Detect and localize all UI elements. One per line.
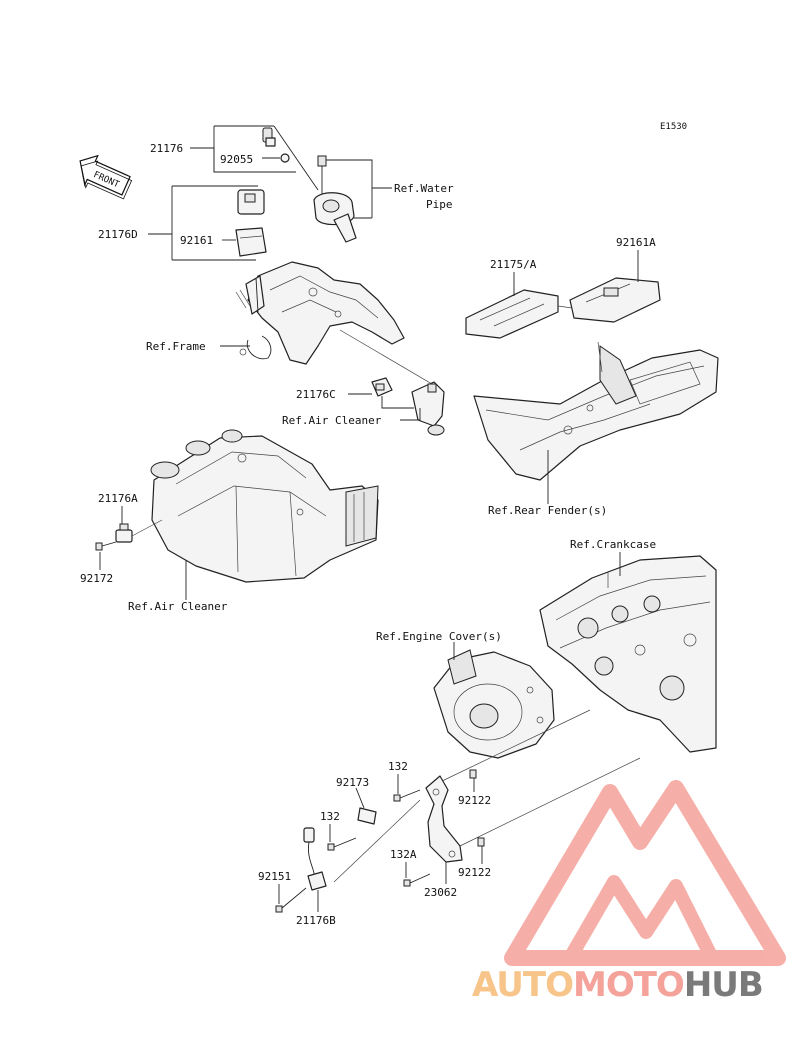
collar-92122-bottom xyxy=(477,837,485,847)
callout-132A: 132A xyxy=(390,848,417,861)
callout-21175A: 21175/A xyxy=(490,258,537,271)
o-ring-92055 xyxy=(280,153,290,163)
air-cleaner-upper-duct xyxy=(411,381,445,436)
callout-92122-top: 92122 xyxy=(458,794,491,807)
clamp-92173 xyxy=(357,807,377,825)
ref-air-cleaner-lower: Ref.Air Cleaner xyxy=(128,600,228,613)
callout-21176A: 21176A xyxy=(98,492,138,505)
callout-92161A: 92161A xyxy=(616,236,656,249)
ref-engine-cover: Ref.Engine Cover(s) xyxy=(376,630,502,643)
screw-92151 xyxy=(275,887,307,913)
callout-92122-bottom: 92122 xyxy=(458,866,491,879)
frame-section xyxy=(235,261,405,365)
collar-92122-top xyxy=(469,769,477,779)
screw-92172 xyxy=(95,541,117,551)
duct-guide-line xyxy=(339,329,433,385)
connector-21176D xyxy=(235,189,267,257)
ref-crankcase: Ref.Crankcase xyxy=(570,538,656,551)
water-pipe-fitting xyxy=(313,155,357,243)
callout-132: 132 xyxy=(320,810,340,823)
watermark-part1: AUTO xyxy=(472,965,573,1005)
guide-line-lower xyxy=(459,757,641,847)
callout-92055: 92055 xyxy=(220,153,253,166)
bolt-132-top xyxy=(393,789,421,802)
ref-water-pipe-line1: Ref.Water xyxy=(394,182,454,195)
air-cleaner-upper-leader xyxy=(381,396,414,409)
callout-132-top: 132 xyxy=(388,760,408,773)
crankcase xyxy=(539,555,717,753)
callout-92161: 92161 xyxy=(180,234,213,247)
sensor-21176A-guide xyxy=(131,519,163,537)
automotohub-logo xyxy=(504,780,786,966)
sensor-21176C xyxy=(371,377,393,397)
bracket-21176D-group xyxy=(148,185,258,261)
module-21175A xyxy=(465,289,559,339)
callout-92151: 92151 xyxy=(258,870,291,883)
callout-21176D: 21176D xyxy=(98,228,138,241)
leader-92173 xyxy=(355,787,365,809)
engine-cover xyxy=(433,649,555,759)
watermark-text: AUTOMOTOHUB xyxy=(472,965,763,1005)
ref-air-cleaner-upper: Ref.Air Cleaner xyxy=(282,414,382,427)
water-pipe-reference-lines xyxy=(326,159,392,219)
bolt-132A xyxy=(403,873,431,887)
callout-92173: 92173 xyxy=(336,776,369,789)
module-92161A xyxy=(569,277,661,323)
diagram-code: E1530 xyxy=(660,122,687,132)
sensor-21176 xyxy=(262,127,276,147)
bolt-132 xyxy=(327,837,357,851)
rear-fender xyxy=(473,341,719,481)
air-cleaner-upper-leader-2 xyxy=(400,408,421,421)
guide-line-upper xyxy=(439,709,591,783)
ref-frame: Ref.Frame xyxy=(146,340,206,353)
ref-rear-fender: Ref.Rear Fender(s) xyxy=(488,504,607,517)
callout-21176: 21176 xyxy=(150,142,183,155)
callout-23062: 23062 xyxy=(424,886,457,899)
watermark-part2: MOTO xyxy=(573,965,684,1005)
module-link-line xyxy=(557,305,573,309)
sensor-21176A xyxy=(115,523,133,543)
air-cleaner-box xyxy=(150,429,379,583)
callout-92172: 92172 xyxy=(80,572,113,585)
front-direction-tag: FRONT xyxy=(79,154,133,200)
sensor-21176B xyxy=(303,827,327,891)
bracket-21176-group xyxy=(190,125,319,191)
callout-21176C: 21176C xyxy=(296,388,336,401)
ref-water-pipe-line2: Pipe xyxy=(426,198,453,211)
guide-line-sensor xyxy=(333,799,421,883)
bracket-23062 xyxy=(425,775,463,863)
watermark-part3: HUB xyxy=(684,965,763,1005)
callout-21176B: 21176B xyxy=(296,914,336,927)
